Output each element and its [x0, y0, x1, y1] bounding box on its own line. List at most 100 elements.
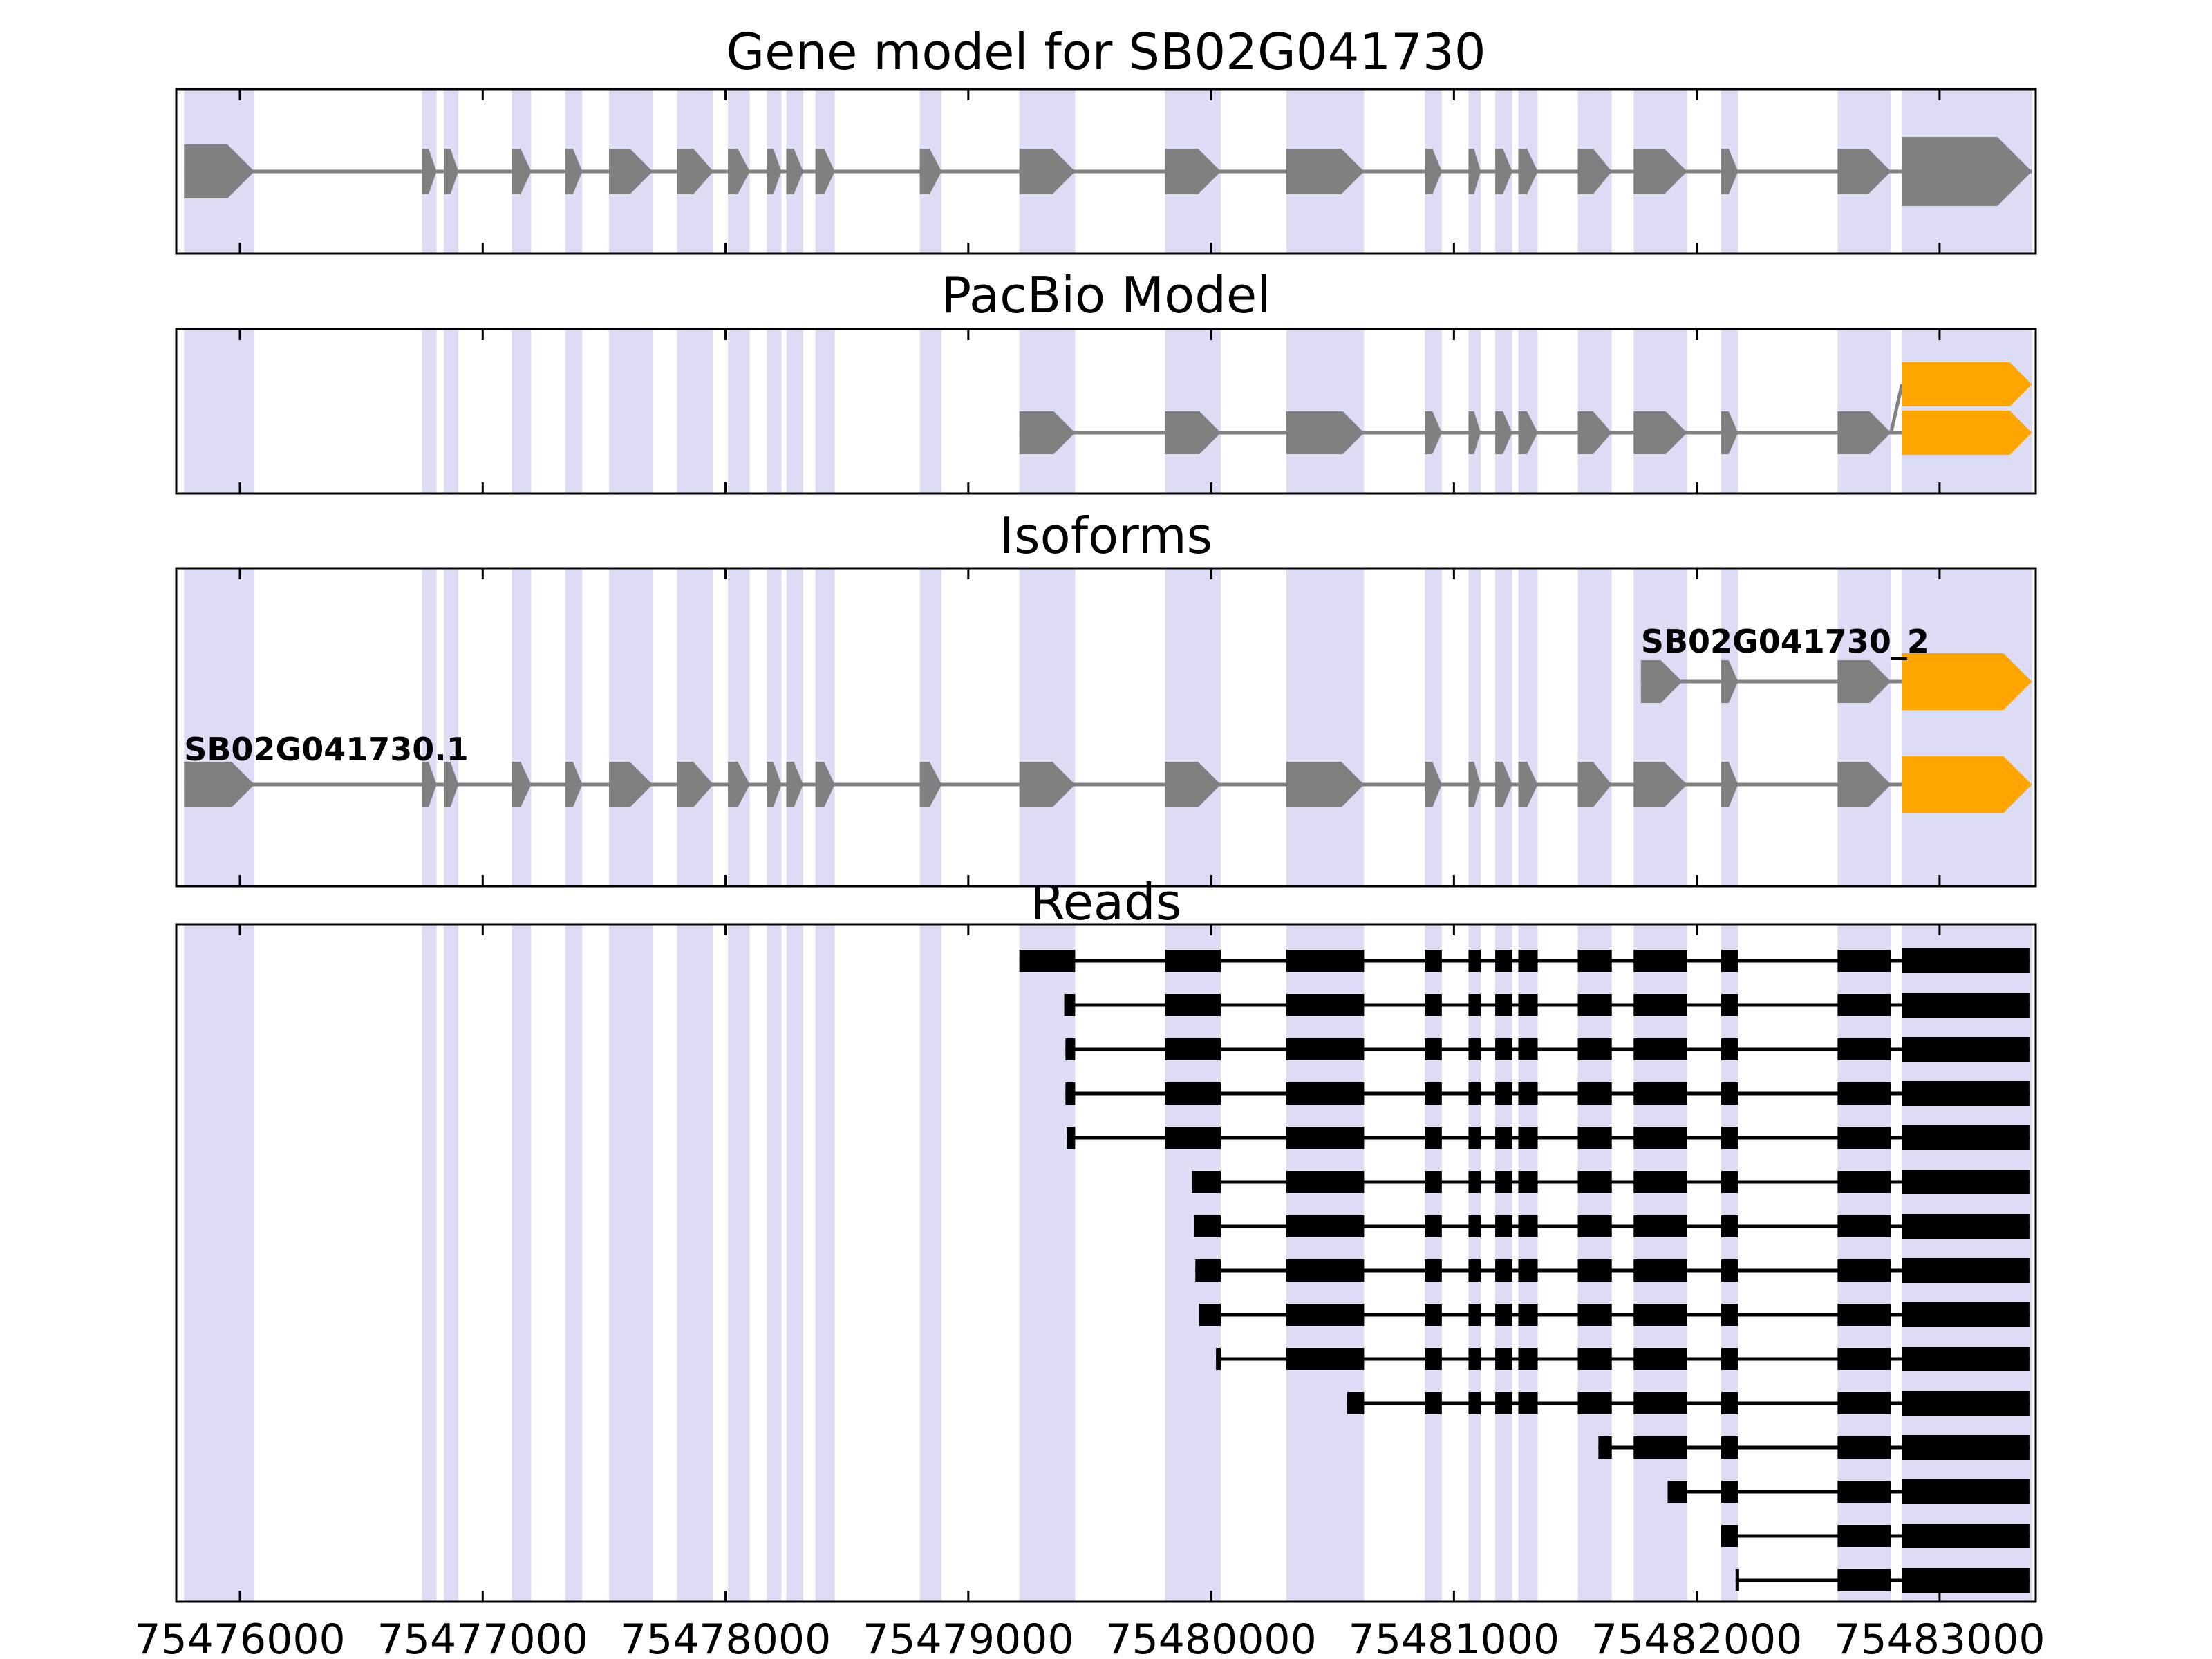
highlight-band — [786, 568, 803, 886]
highlight-band — [677, 924, 714, 1602]
read-exon-block — [1065, 1038, 1076, 1060]
read-exon-block — [1495, 1259, 1512, 1282]
read-exon-block — [1518, 1392, 1538, 1414]
exon — [1633, 411, 1687, 454]
read-exon-block — [1495, 994, 1512, 1016]
panel-frame — [175, 88, 2037, 255]
read-exon-block — [1065, 1082, 1076, 1105]
x-tick-label: 75480000 — [1105, 1615, 1316, 1659]
read-exon-block — [1902, 1347, 2030, 1371]
read-exon-block — [1064, 994, 1076, 1016]
read-exon-block — [1286, 1171, 1365, 1193]
x-tick-label: 75476000 — [134, 1615, 345, 1659]
read-exon-block — [1468, 1215, 1481, 1237]
highlight-band — [767, 329, 782, 494]
exon — [1165, 411, 1221, 454]
highlight-bands — [184, 329, 2032, 494]
read-exon-block — [1633, 1304, 1687, 1326]
read-exon-block — [1837, 1569, 1891, 1591]
read-exon-block — [1721, 1348, 1738, 1370]
read-exon-block — [1191, 1171, 1221, 1193]
read-exon-block — [1495, 1127, 1512, 1149]
read-exon-block — [1577, 1127, 1612, 1149]
read-exon-block — [1165, 950, 1221, 972]
reads-content — [1019, 948, 2030, 1593]
read-exon-block — [1837, 1127, 1891, 1149]
highlight-band — [1019, 924, 1076, 1602]
read-exon-block — [1633, 1127, 1687, 1149]
read-exon-block — [1286, 1348, 1365, 1370]
read-exon-block — [1633, 1259, 1687, 1282]
read-exon-block — [1902, 1302, 2030, 1327]
read — [1065, 1081, 2030, 1106]
exon — [1286, 762, 1365, 807]
panel-frame — [175, 567, 2037, 888]
read-exon-block — [1518, 1304, 1538, 1326]
read-exon-block — [1902, 1435, 2030, 1460]
axis-ticks — [238, 89, 1941, 254]
panel-title-gene-model: Gene model for SB02G041730 — [726, 23, 1485, 81]
read-exon-block — [1902, 1568, 2030, 1593]
exon — [767, 149, 782, 194]
read-exon-block — [1425, 1304, 1442, 1326]
pacbio-content — [1019, 362, 2032, 455]
exon — [1837, 660, 1891, 703]
read-exon-block — [1577, 1304, 1612, 1326]
read-exon-block — [1837, 1259, 1891, 1282]
exon — [1425, 149, 1442, 194]
read-exon-block — [1286, 1259, 1365, 1282]
read-exon-block — [1721, 994, 1738, 1016]
exon — [1721, 762, 1738, 807]
read-exon-block — [1837, 994, 1891, 1016]
highlight-band — [422, 568, 437, 886]
read — [1735, 1568, 2030, 1593]
read-exon-block — [1721, 1392, 1738, 1414]
read-exon-block — [1518, 1215, 1538, 1237]
exon — [1518, 149, 1538, 194]
read-exon-block — [1286, 1127, 1365, 1149]
highlight-band — [1425, 568, 1442, 886]
axis-ticks — [238, 924, 1941, 1602]
read-exon-block — [1577, 1215, 1612, 1237]
highlight-band — [1468, 568, 1481, 886]
exon — [1468, 411, 1481, 454]
highlight-band — [1837, 568, 1891, 886]
read-exon-block — [1721, 1127, 1738, 1149]
exon — [1425, 411, 1442, 454]
exon — [677, 149, 714, 194]
read-exon-block — [1598, 1436, 1612, 1459]
read-exon-block — [1902, 1479, 2030, 1504]
exon — [786, 149, 803, 194]
read-exon-block — [1837, 1436, 1891, 1459]
highlight-band — [1286, 568, 1365, 886]
read-exon-block — [1165, 994, 1221, 1016]
read-exon-block — [1286, 1082, 1365, 1105]
read-exon-block — [1721, 1436, 1738, 1459]
read — [1194, 1214, 2030, 1239]
read-exon-block — [1286, 1038, 1365, 1060]
read-exon-block — [1633, 1348, 1687, 1370]
exon — [1577, 411, 1612, 454]
read-exon-block — [1518, 1171, 1538, 1193]
read — [1195, 1258, 2030, 1283]
read-exon-block — [1721, 1304, 1738, 1326]
read-exon-block — [1495, 1038, 1512, 1060]
read-exon-block — [1837, 1082, 1891, 1105]
read — [1216, 1347, 2030, 1371]
read-exon-block — [1667, 1481, 1687, 1503]
read-exon-block — [1721, 1082, 1738, 1105]
read — [1347, 1391, 2030, 1416]
exon — [1165, 762, 1221, 807]
read-exon-block — [1518, 1038, 1538, 1060]
exon — [1019, 411, 1076, 454]
read-exon-block — [1495, 1348, 1512, 1370]
read-exon-block — [1425, 994, 1442, 1016]
read-exon-block — [1633, 994, 1687, 1016]
highlight-band — [1518, 568, 1538, 886]
read-exon-block — [1425, 1171, 1442, 1193]
read-exon-block — [1425, 950, 1442, 972]
highlight-band — [1577, 568, 1612, 886]
exon — [1019, 762, 1076, 807]
exon — [728, 149, 750, 194]
